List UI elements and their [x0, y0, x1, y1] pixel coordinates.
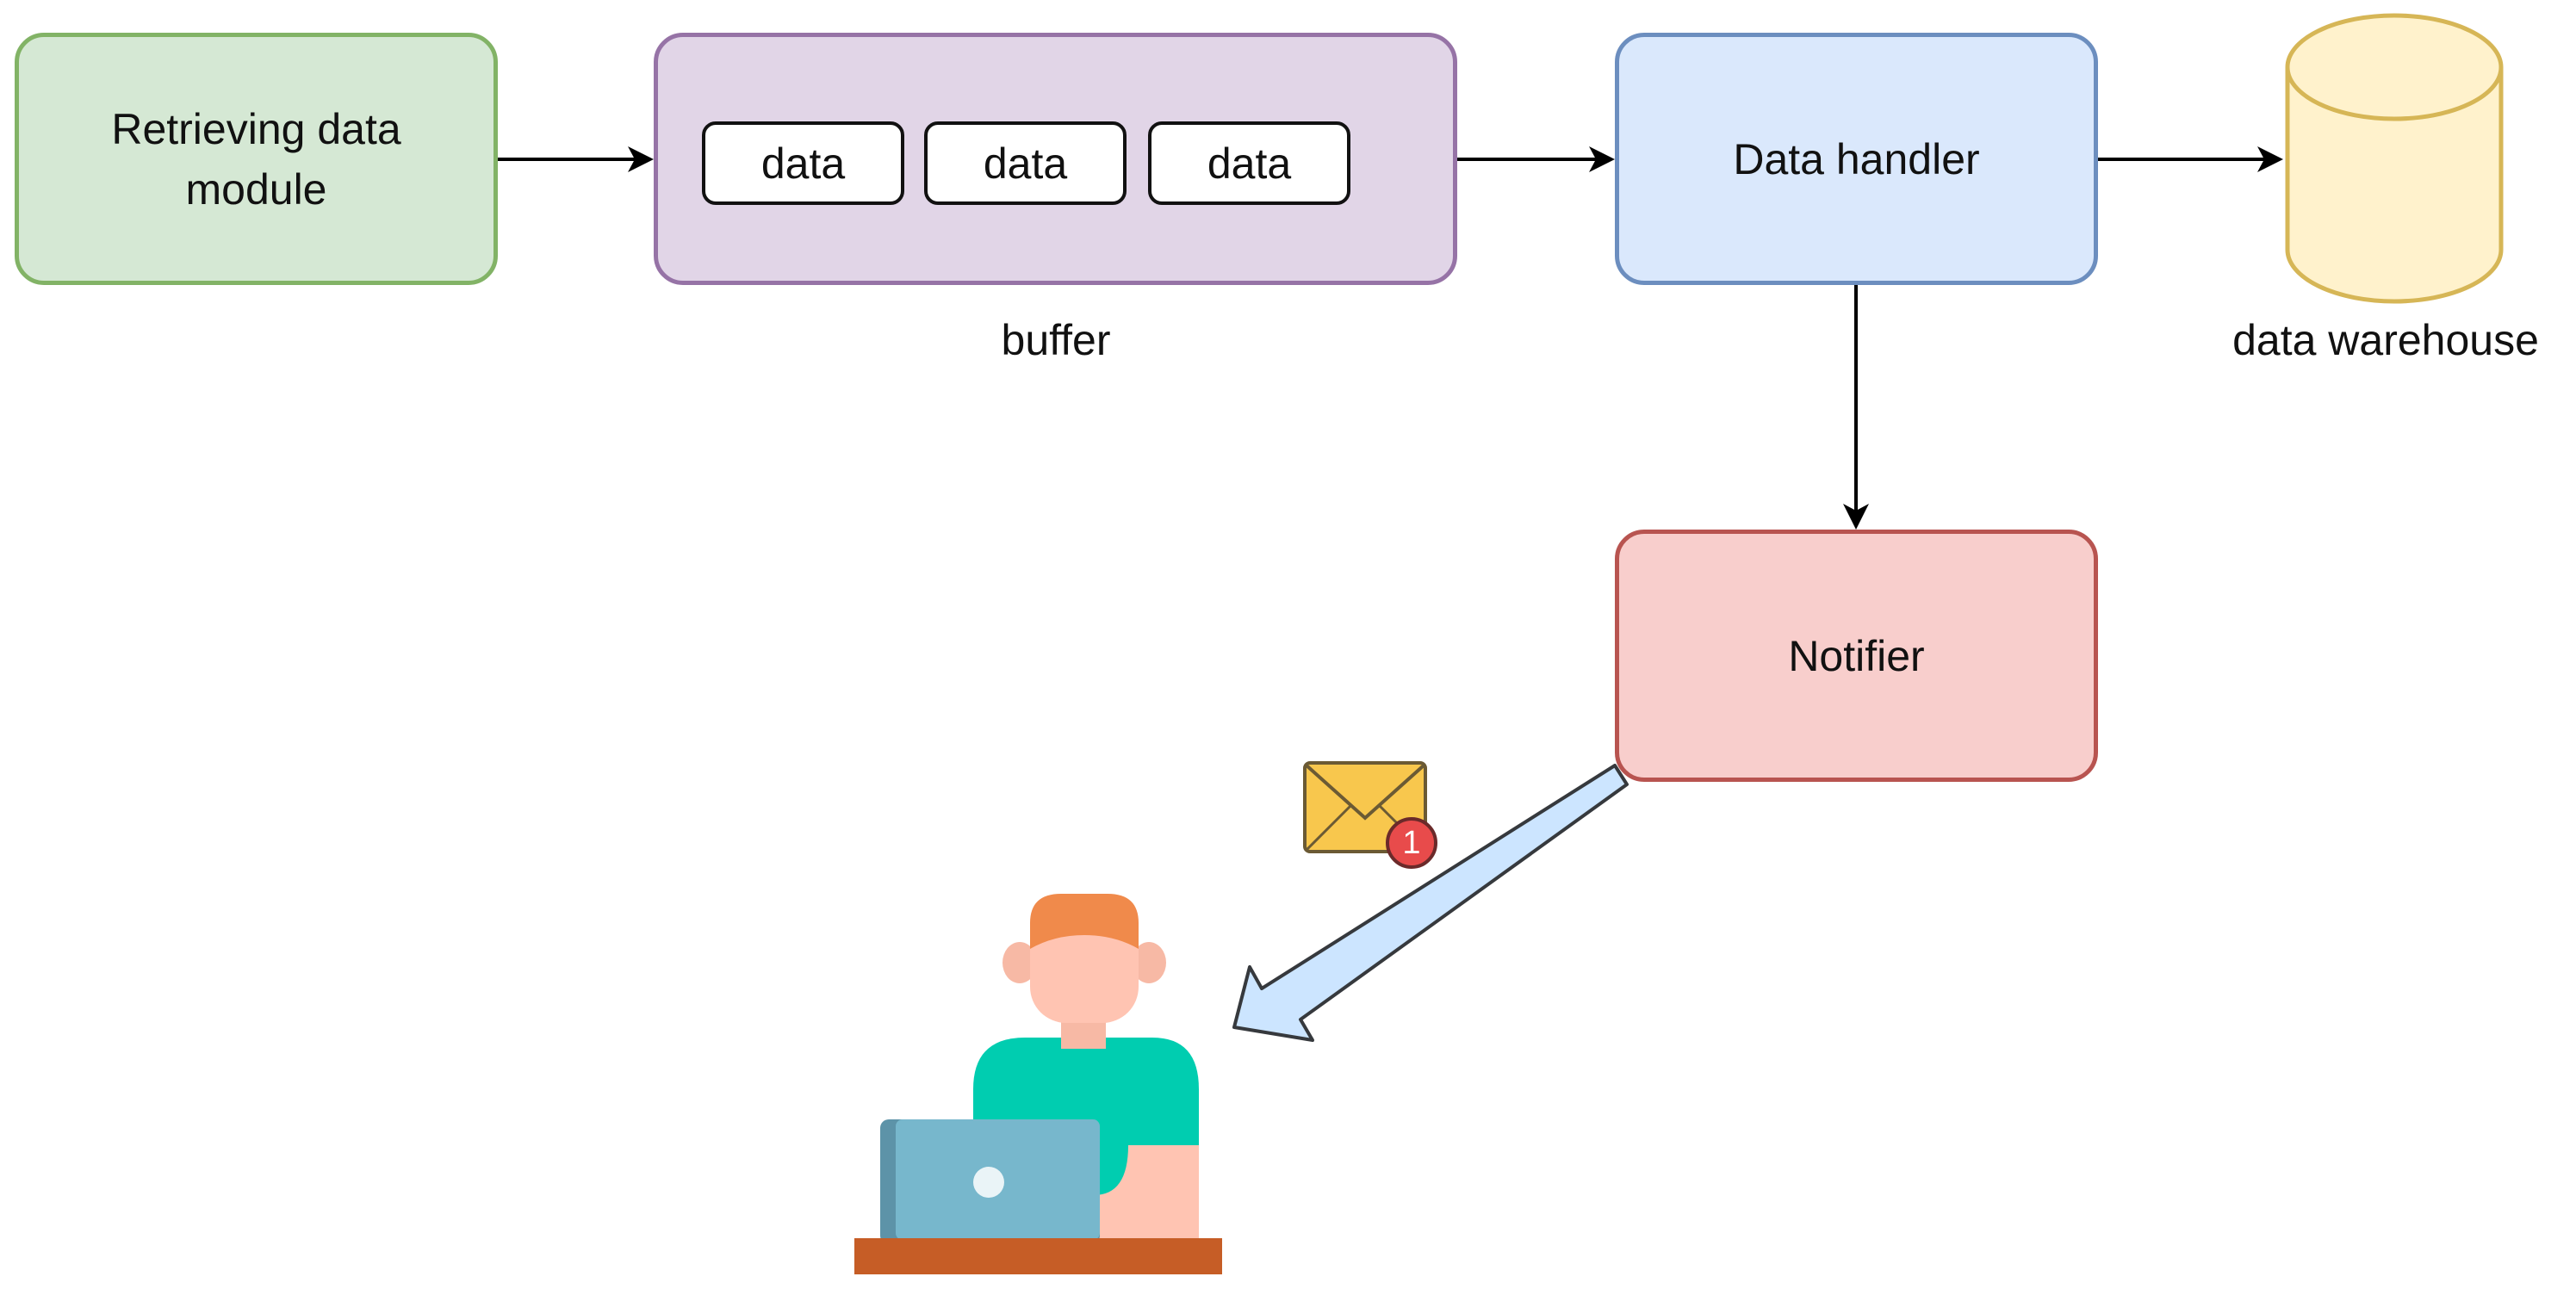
edge-handler-to-notifier — [1843, 285, 1869, 530]
buffer-node[interactable]: data data data — [654, 33, 1457, 285]
edge-handler-to-warehouse — [2098, 146, 2283, 172]
data-handler-node[interactable]: Data handler — [1615, 33, 2098, 285]
notify-arrow — [1232, 764, 1629, 1042]
edge-buffer-to-handler — [1457, 146, 1615, 172]
buffer-data-item[interactable]: data — [702, 121, 904, 205]
buffer-data-item[interactable]: data — [924, 121, 1127, 205]
retrieving-data-module-label: Retrieving data module — [111, 104, 401, 214]
notification-badge-count: 1 — [1402, 825, 1421, 861]
buffer-label: buffer — [1001, 316, 1111, 364]
edge-retrieving-to-buffer — [498, 146, 654, 172]
notifier-node[interactable]: Notifier — [1615, 530, 2098, 782]
data-handler-label: Data handler — [1733, 134, 1980, 183]
notifier-label: Notifier — [1788, 631, 1925, 680]
data-warehouse-label: data warehouse — [2232, 316, 2539, 364]
buffer-data-item[interactable]: data — [1148, 121, 1350, 205]
retrieving-data-module-node[interactable]: Retrieving data module — [15, 33, 498, 285]
